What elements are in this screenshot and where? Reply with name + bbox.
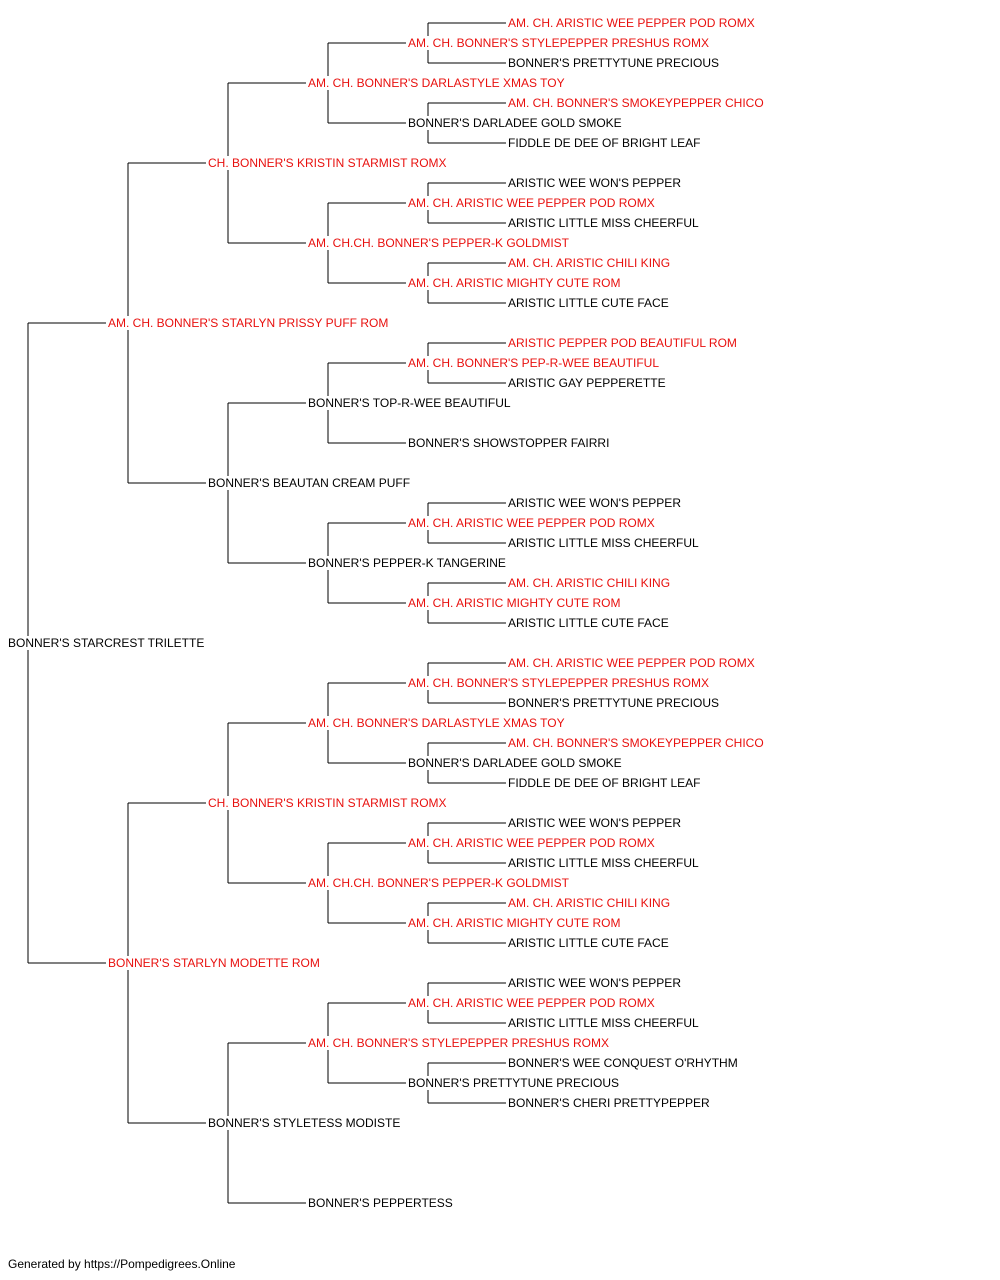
ancestor-name-gen5: ARISTIC LITTLE MISS CHEERFUL xyxy=(507,1016,700,1030)
ancestor-name-gen5: AM. CH. ARISTIC CHILI KING xyxy=(507,896,672,910)
ancestor-name-gen4: AM. CH. BONNER'S STYLEPEPPER PRESHUS ROM… xyxy=(407,36,711,50)
ancestor-name-gen5: ARISTIC PEPPER POD BEAUTIFUL ROM xyxy=(507,336,738,350)
ancestor-name-gen4: AM. CH. ARISTIC WEE PEPPER POD ROMX xyxy=(407,996,656,1010)
ancestor-name-gen3: BONNER'S PEPPER-K TANGERINE xyxy=(307,556,507,570)
ancestor-name-gen5: AM. CH. BONNER'S SMOKEYPEPPER CHICO xyxy=(507,736,765,750)
ancestor-name-gen5: FIDDLE DE DEE OF BRIGHT LEAF xyxy=(507,136,702,150)
ancestor-name-gen5: ARISTIC LITTLE CUTE FACE xyxy=(507,616,670,630)
ancestor-name-gen5: ARISTIC LITTLE MISS CHEERFUL xyxy=(507,856,700,870)
ancestor-name-gen1: BONNER'S STARLYN MODETTE ROM xyxy=(107,956,321,970)
ancestor-name-gen1: AM. CH. BONNER'S STARLYN PRISSY PUFF ROM xyxy=(107,316,390,330)
ancestor-name-gen5: ARISTIC WEE WON'S PEPPER xyxy=(507,976,682,990)
ancestor-name-gen3: BONNER'S TOP-R-WEE BEAUTIFUL xyxy=(307,396,512,410)
ancestor-name-gen4: BONNER'S DARLADEE GOLD SMOKE xyxy=(407,116,623,130)
ancestor-name-gen5: ARISTIC LITTLE CUTE FACE xyxy=(507,296,670,310)
ancestor-name-gen5: ARISTIC LITTLE MISS CHEERFUL xyxy=(507,216,700,230)
ancestor-name-gen5: AM. CH. ARISTIC WEE PEPPER POD ROMX xyxy=(507,16,756,30)
root-dog-name: BONNER'S STARCREST TRILETTE xyxy=(7,636,206,650)
ancestor-name-gen5: AM. CH. ARISTIC WEE PEPPER POD ROMX xyxy=(507,656,756,670)
ancestor-name-gen3: AM. CH. BONNER'S DARLASTYLE XMAS TOY xyxy=(307,716,566,730)
ancestor-name-gen5: AM. CH. ARISTIC CHILI KING xyxy=(507,256,672,270)
ancestor-name-gen4: AM. CH. ARISTIC WEE PEPPER POD ROMX xyxy=(407,836,656,850)
ancestor-name-gen4: AM. CH. BONNER'S STYLEPEPPER PRESHUS ROM… xyxy=(407,676,711,690)
ancestor-name-gen4: BONNER'S PRETTYTUNE PRECIOUS xyxy=(407,1076,620,1090)
ancestor-name-gen5: BONNER'S WEE CONQUEST O'RHYTHM xyxy=(507,1056,739,1070)
ancestor-name-gen5: ARISTIC WEE WON'S PEPPER xyxy=(507,816,682,830)
ancestor-name-gen4: AM. CH. ARISTIC MIGHTY CUTE ROM xyxy=(407,276,622,290)
ancestor-name-gen5: BONNER'S PRETTYTUNE PRECIOUS xyxy=(507,696,720,710)
ancestor-name-gen4: BONNER'S SHOWSTOPPER FAIRRI xyxy=(407,436,611,450)
ancestor-name-gen2: CH. BONNER'S KRISTIN STARMIST ROMX xyxy=(207,796,448,810)
ancestor-name-gen4: AM. CH. BONNER'S PEP-R-WEE BEAUTIFUL xyxy=(407,356,660,370)
ancestor-name-gen5: BONNER'S CHERI PRETTYPEPPER xyxy=(507,1096,711,1110)
ancestor-name-gen5: ARISTIC LITTLE CUTE FACE xyxy=(507,936,670,950)
ancestor-name-gen5: BONNER'S PRETTYTUNE PRECIOUS xyxy=(507,56,720,70)
ancestor-name-gen3: AM. CH.CH. BONNER'S PEPPER-K GOLDMIST xyxy=(307,876,570,890)
ancestor-name-gen5: ARISTIC WEE WON'S PEPPER xyxy=(507,176,682,190)
ancestor-name-gen2: BONNER'S BEAUTAN CREAM PUFF xyxy=(207,476,412,490)
ancestor-name-gen3: BONNER'S PEPPERTESS xyxy=(307,1196,454,1210)
ancestor-name-gen2: CH. BONNER'S KRISTIN STARMIST ROMX xyxy=(207,156,448,170)
ancestor-name-gen4: BONNER'S DARLADEE GOLD SMOKE xyxy=(407,756,623,770)
footer-credit: Generated by https://Pompedigrees.Online xyxy=(8,1257,236,1271)
ancestor-name-gen5: FIDDLE DE DEE OF BRIGHT LEAF xyxy=(507,776,702,790)
ancestor-name-gen2: BONNER'S STYLETESS MODISTE xyxy=(207,1116,402,1130)
ancestor-name-gen3: AM. CH.CH. BONNER'S PEPPER-K GOLDMIST xyxy=(307,236,570,250)
ancestor-name-gen5: ARISTIC LITTLE MISS CHEERFUL xyxy=(507,536,700,550)
ancestor-name-gen4: AM. CH. ARISTIC MIGHTY CUTE ROM xyxy=(407,916,622,930)
ancestor-name-gen3: AM. CH. BONNER'S STYLEPEPPER PRESHUS ROM… xyxy=(307,1036,611,1050)
ancestor-name-gen5: ARISTIC WEE WON'S PEPPER xyxy=(507,496,682,510)
ancestor-name-gen3: AM. CH. BONNER'S DARLASTYLE XMAS TOY xyxy=(307,76,566,90)
ancestor-name-gen5: AM. CH. BONNER'S SMOKEYPEPPER CHICO xyxy=(507,96,765,110)
ancestor-name-gen4: AM. CH. ARISTIC WEE PEPPER POD ROMX xyxy=(407,196,656,210)
ancestor-name-gen4: AM. CH. ARISTIC WEE PEPPER POD ROMX xyxy=(407,516,656,530)
ancestor-name-gen4: AM. CH. ARISTIC MIGHTY CUTE ROM xyxy=(407,596,622,610)
ancestor-name-gen5: AM. CH. ARISTIC CHILI KING xyxy=(507,576,672,590)
ancestor-name-gen5: ARISTIC GAY PEPPERETTE xyxy=(507,376,667,390)
